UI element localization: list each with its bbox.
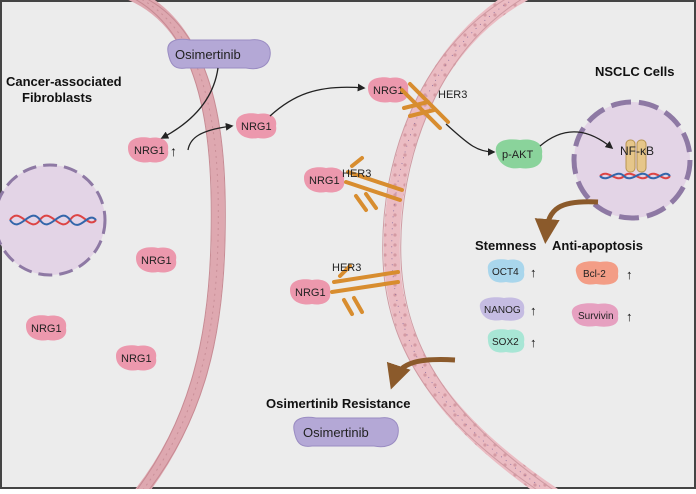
nrg1-protein: NRG1: [128, 137, 169, 163]
her3-label: HER3: [438, 89, 467, 101]
nanog-label: NANOG: [484, 305, 521, 316]
nrg1-label: NRG1: [373, 85, 404, 97]
nfkb-icon: [625, 139, 647, 173]
her3-label: HER3: [342, 168, 371, 180]
nrg1-label: NRG1: [241, 121, 272, 133]
nsclc-membrane: [383, 0, 565, 494]
her3-receptor: [400, 82, 450, 130]
pakt-protein: p-AKT: [495, 139, 543, 169]
nrg1-protein: NRG1: [136, 247, 177, 273]
arrow-pakt-to-nfkb: [539, 131, 614, 149]
oct4-label: OCT4: [492, 267, 519, 278]
nrg1-protein: NRG1: [368, 77, 409, 103]
anti-apoptosis-heading: Anti-apoptosis: [552, 238, 643, 253]
osimertinib-bottom-label: Osimertinib: [303, 425, 369, 440]
oct4-marker: OCT4: [487, 259, 525, 283]
nsclc-title: NSCLC Cells: [595, 64, 674, 79]
nrg1-label: NRG1: [31, 323, 62, 335]
nrg1-up-arrow: ↑: [170, 143, 177, 159]
nrg1-protein: NRG1: [116, 345, 157, 371]
nsclc-dna-icon: [599, 172, 671, 180]
arrow-nfkb-to-outcomes: [534, 199, 599, 244]
arrow-nrg1-secretion: [187, 122, 234, 151]
arrow-osimertinib-to-nrg1: [160, 67, 219, 139]
survivin-marker: Survivin: [571, 303, 619, 327]
bcl2-up-arrow: ↑: [626, 267, 633, 282]
nanog-up-arrow: ↑: [530, 303, 537, 318]
nrg1-label: NRG1: [141, 255, 172, 267]
nrg1-label: NRG1: [134, 145, 165, 157]
sox2-marker: SOX2: [487, 329, 525, 353]
nrg1-label: NRG1: [121, 353, 152, 365]
pakt-label: p-AKT: [502, 149, 533, 161]
nrg1-protein: NRG1: [290, 279, 331, 305]
survivin-up-arrow: ↑: [626, 309, 633, 324]
arrow-her3-to-pakt: [445, 123, 496, 156]
bcl2-marker: Bcl-2: [575, 261, 619, 285]
survivin-label: Survivin: [578, 311, 614, 322]
stemness-heading: Stemness: [475, 238, 536, 253]
osimertinib-drug-top: Osimertinib: [167, 38, 271, 70]
nrg1-label: NRG1: [309, 175, 340, 187]
sox2-label: SOX2: [492, 337, 519, 348]
bcl2-label: Bcl-2: [583, 269, 606, 280]
caf-title-line1: Cancer-associated: [6, 74, 122, 89]
arrow-to-resistance: [386, 357, 456, 390]
caf-dna-icon: [9, 214, 97, 226]
her3-label: HER3: [332, 262, 361, 274]
nrg1-protein: NRG1: [236, 113, 277, 139]
arrow-nrg1-to-her3: [269, 83, 366, 117]
oct4-up-arrow: ↑: [530, 265, 537, 280]
nanog-marker: NANOG: [479, 297, 525, 321]
her3-receptor: [330, 264, 400, 316]
resistance-heading: Osimertinib Resistance: [266, 396, 411, 411]
caf-title-line2: Fibroblasts: [22, 90, 92, 105]
caf-nucleus: [0, 163, 107, 277]
her3-receptor: [344, 156, 404, 212]
nrg1-protein: NRG1: [26, 315, 67, 341]
nfkb-label: NF-κB: [620, 144, 654, 158]
sox2-up-arrow: ↑: [530, 335, 537, 350]
osimertinib-top-label: Osimertinib: [175, 47, 241, 62]
nrg1-label: NRG1: [295, 287, 326, 299]
nrg1-protein: NRG1: [304, 167, 345, 193]
osimertinib-drug-bottom: Osimertinib: [293, 416, 399, 448]
